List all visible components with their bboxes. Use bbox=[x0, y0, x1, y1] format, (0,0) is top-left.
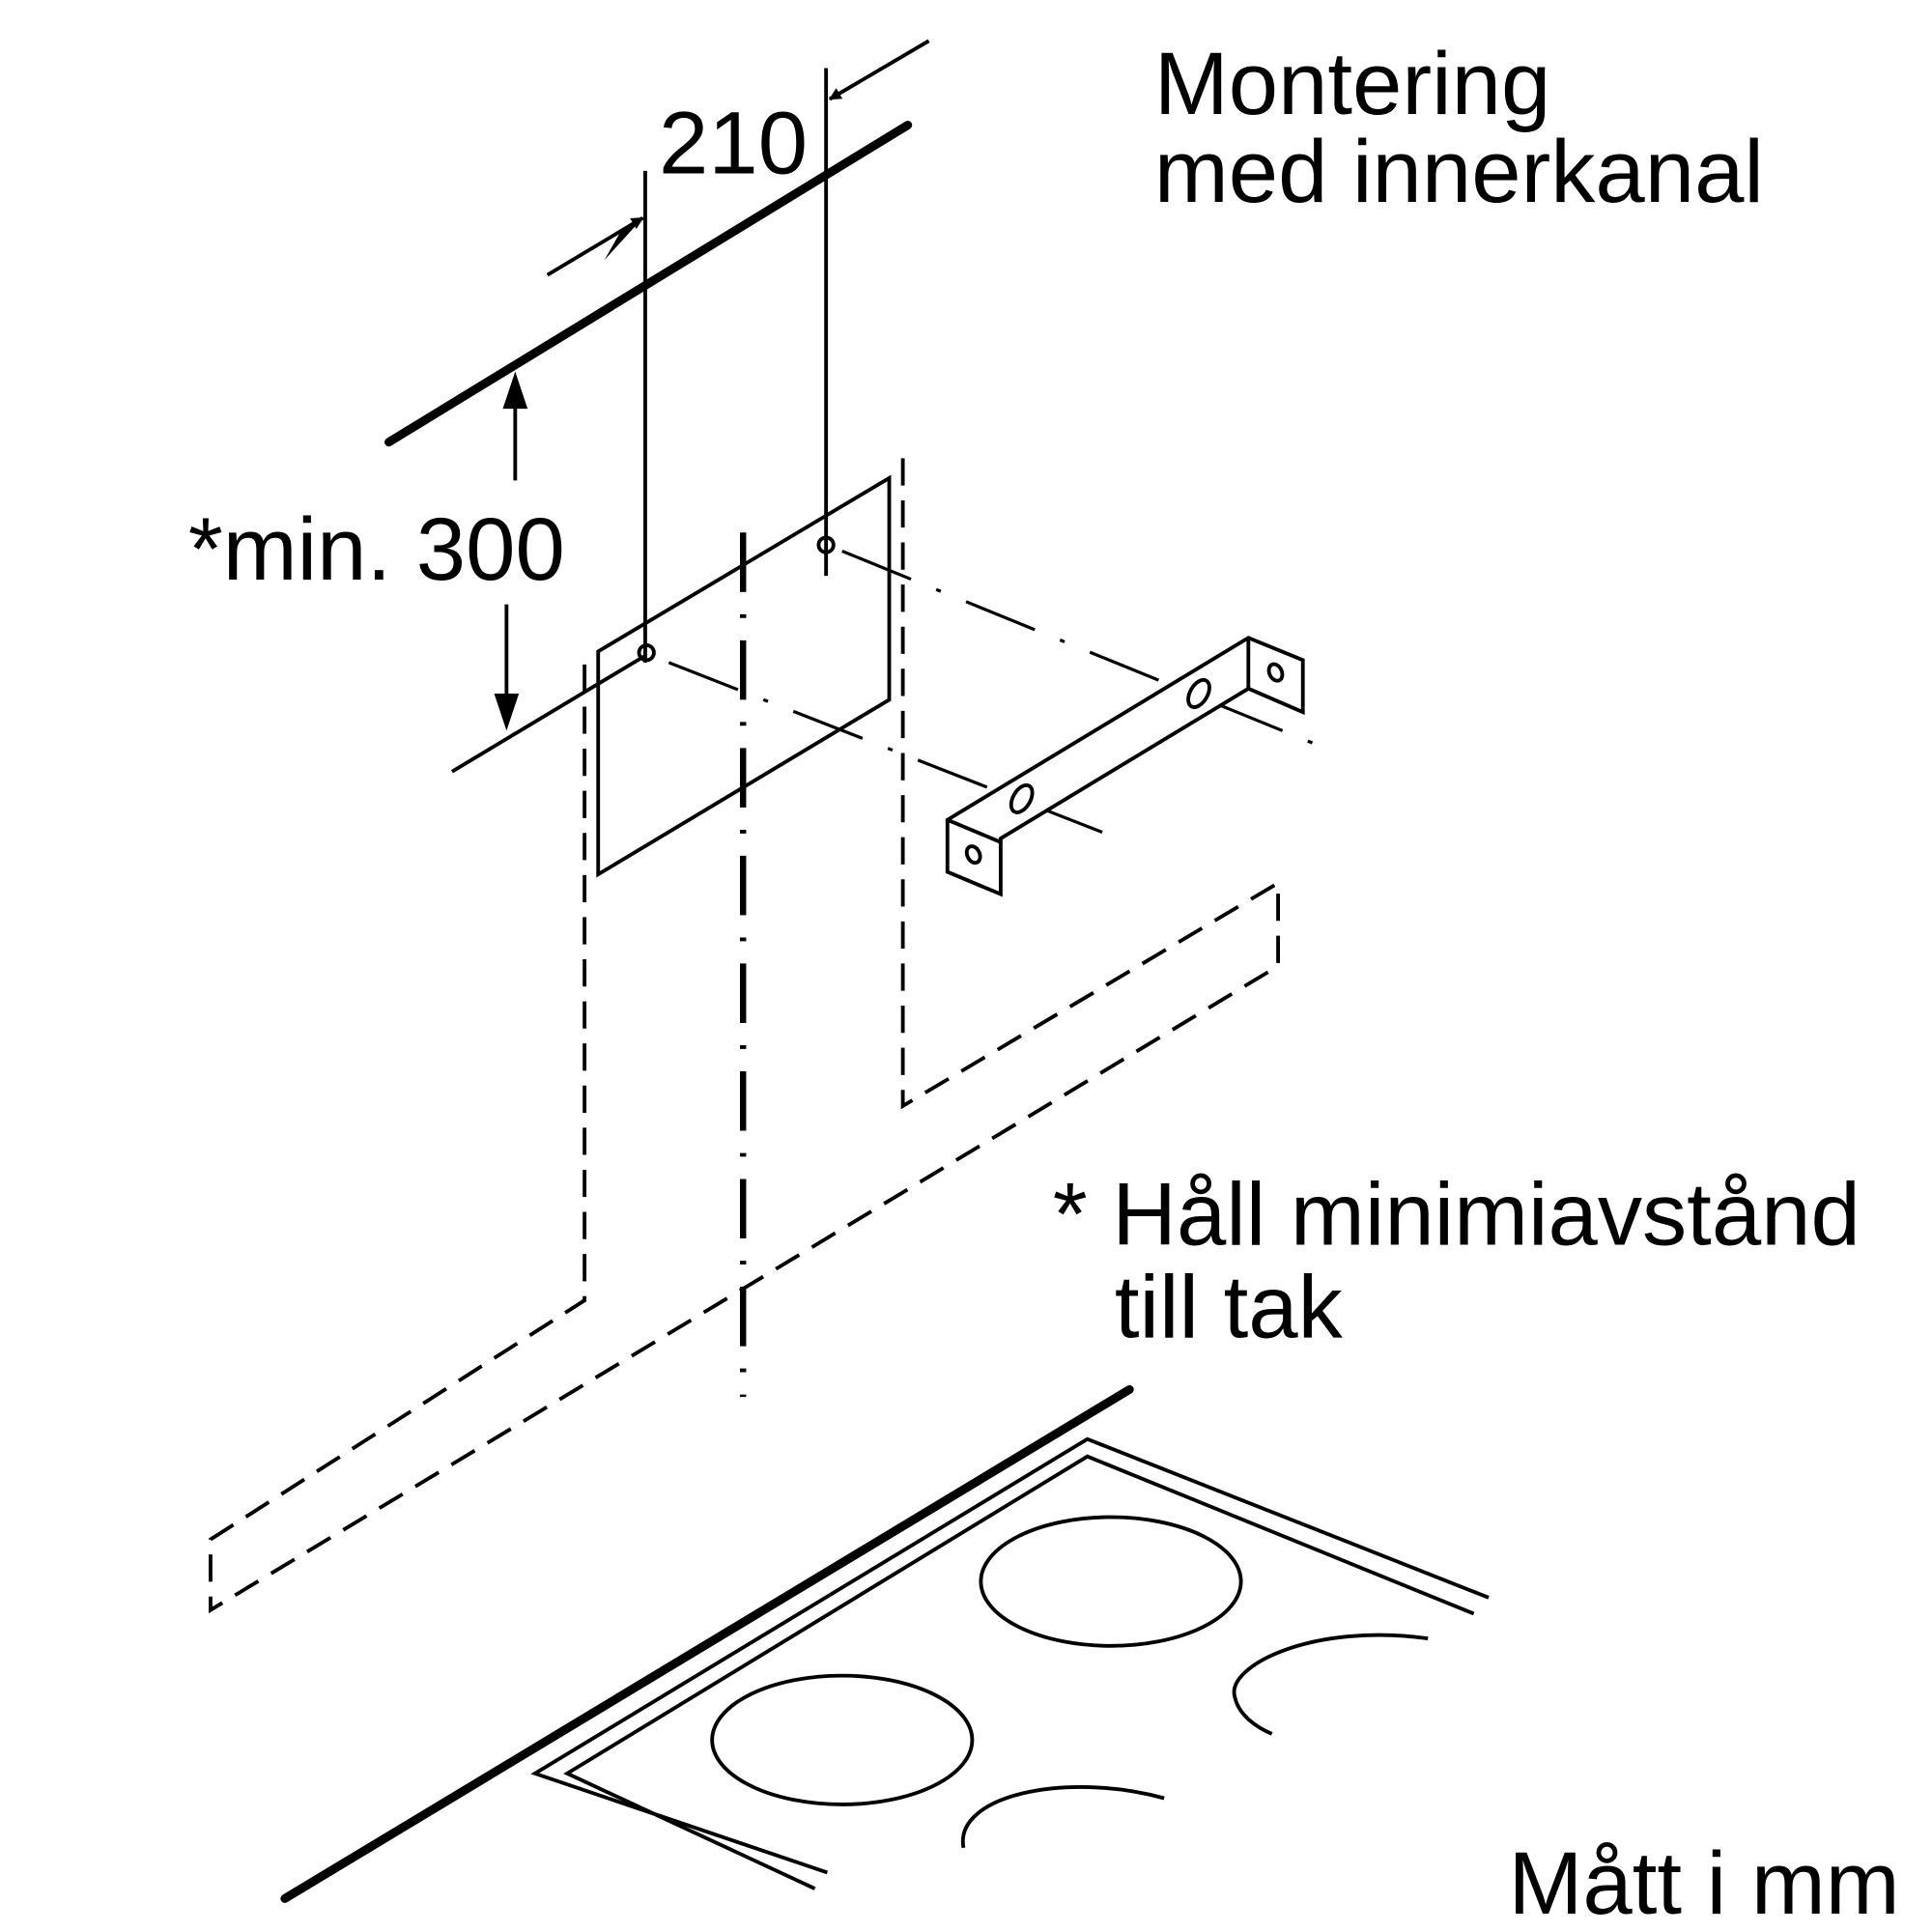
hood-outline bbox=[209, 458, 1280, 1614]
width-dimension: 210 bbox=[546, 39, 930, 663]
screw-hole bbox=[637, 643, 656, 663]
mounting-plate bbox=[596, 474, 892, 878]
min-height-label: *min. 300 bbox=[188, 498, 565, 599]
title: Montering med innerkanal bbox=[1154, 33, 1764, 221]
note: * Håll minimiavstånd till tak bbox=[1053, 1163, 1861, 1356]
height-dimension: *min. 300 bbox=[188, 371, 645, 774]
title-line2: med innerkanal bbox=[1154, 121, 1764, 221]
wall-bracket bbox=[945, 636, 1305, 897]
note-line2: till tak bbox=[1115, 1257, 1344, 1357]
title-line1: Montering bbox=[1154, 33, 1550, 133]
screw-hole bbox=[816, 535, 836, 554]
ceiling-line bbox=[384, 121, 913, 447]
units-label: Mått i mm bbox=[1509, 1833, 1900, 1932]
note-line1: * Håll minimiavstånd bbox=[1053, 1163, 1861, 1264]
width-label: 210 bbox=[659, 92, 808, 192]
cooktop bbox=[280, 1384, 1490, 1903]
